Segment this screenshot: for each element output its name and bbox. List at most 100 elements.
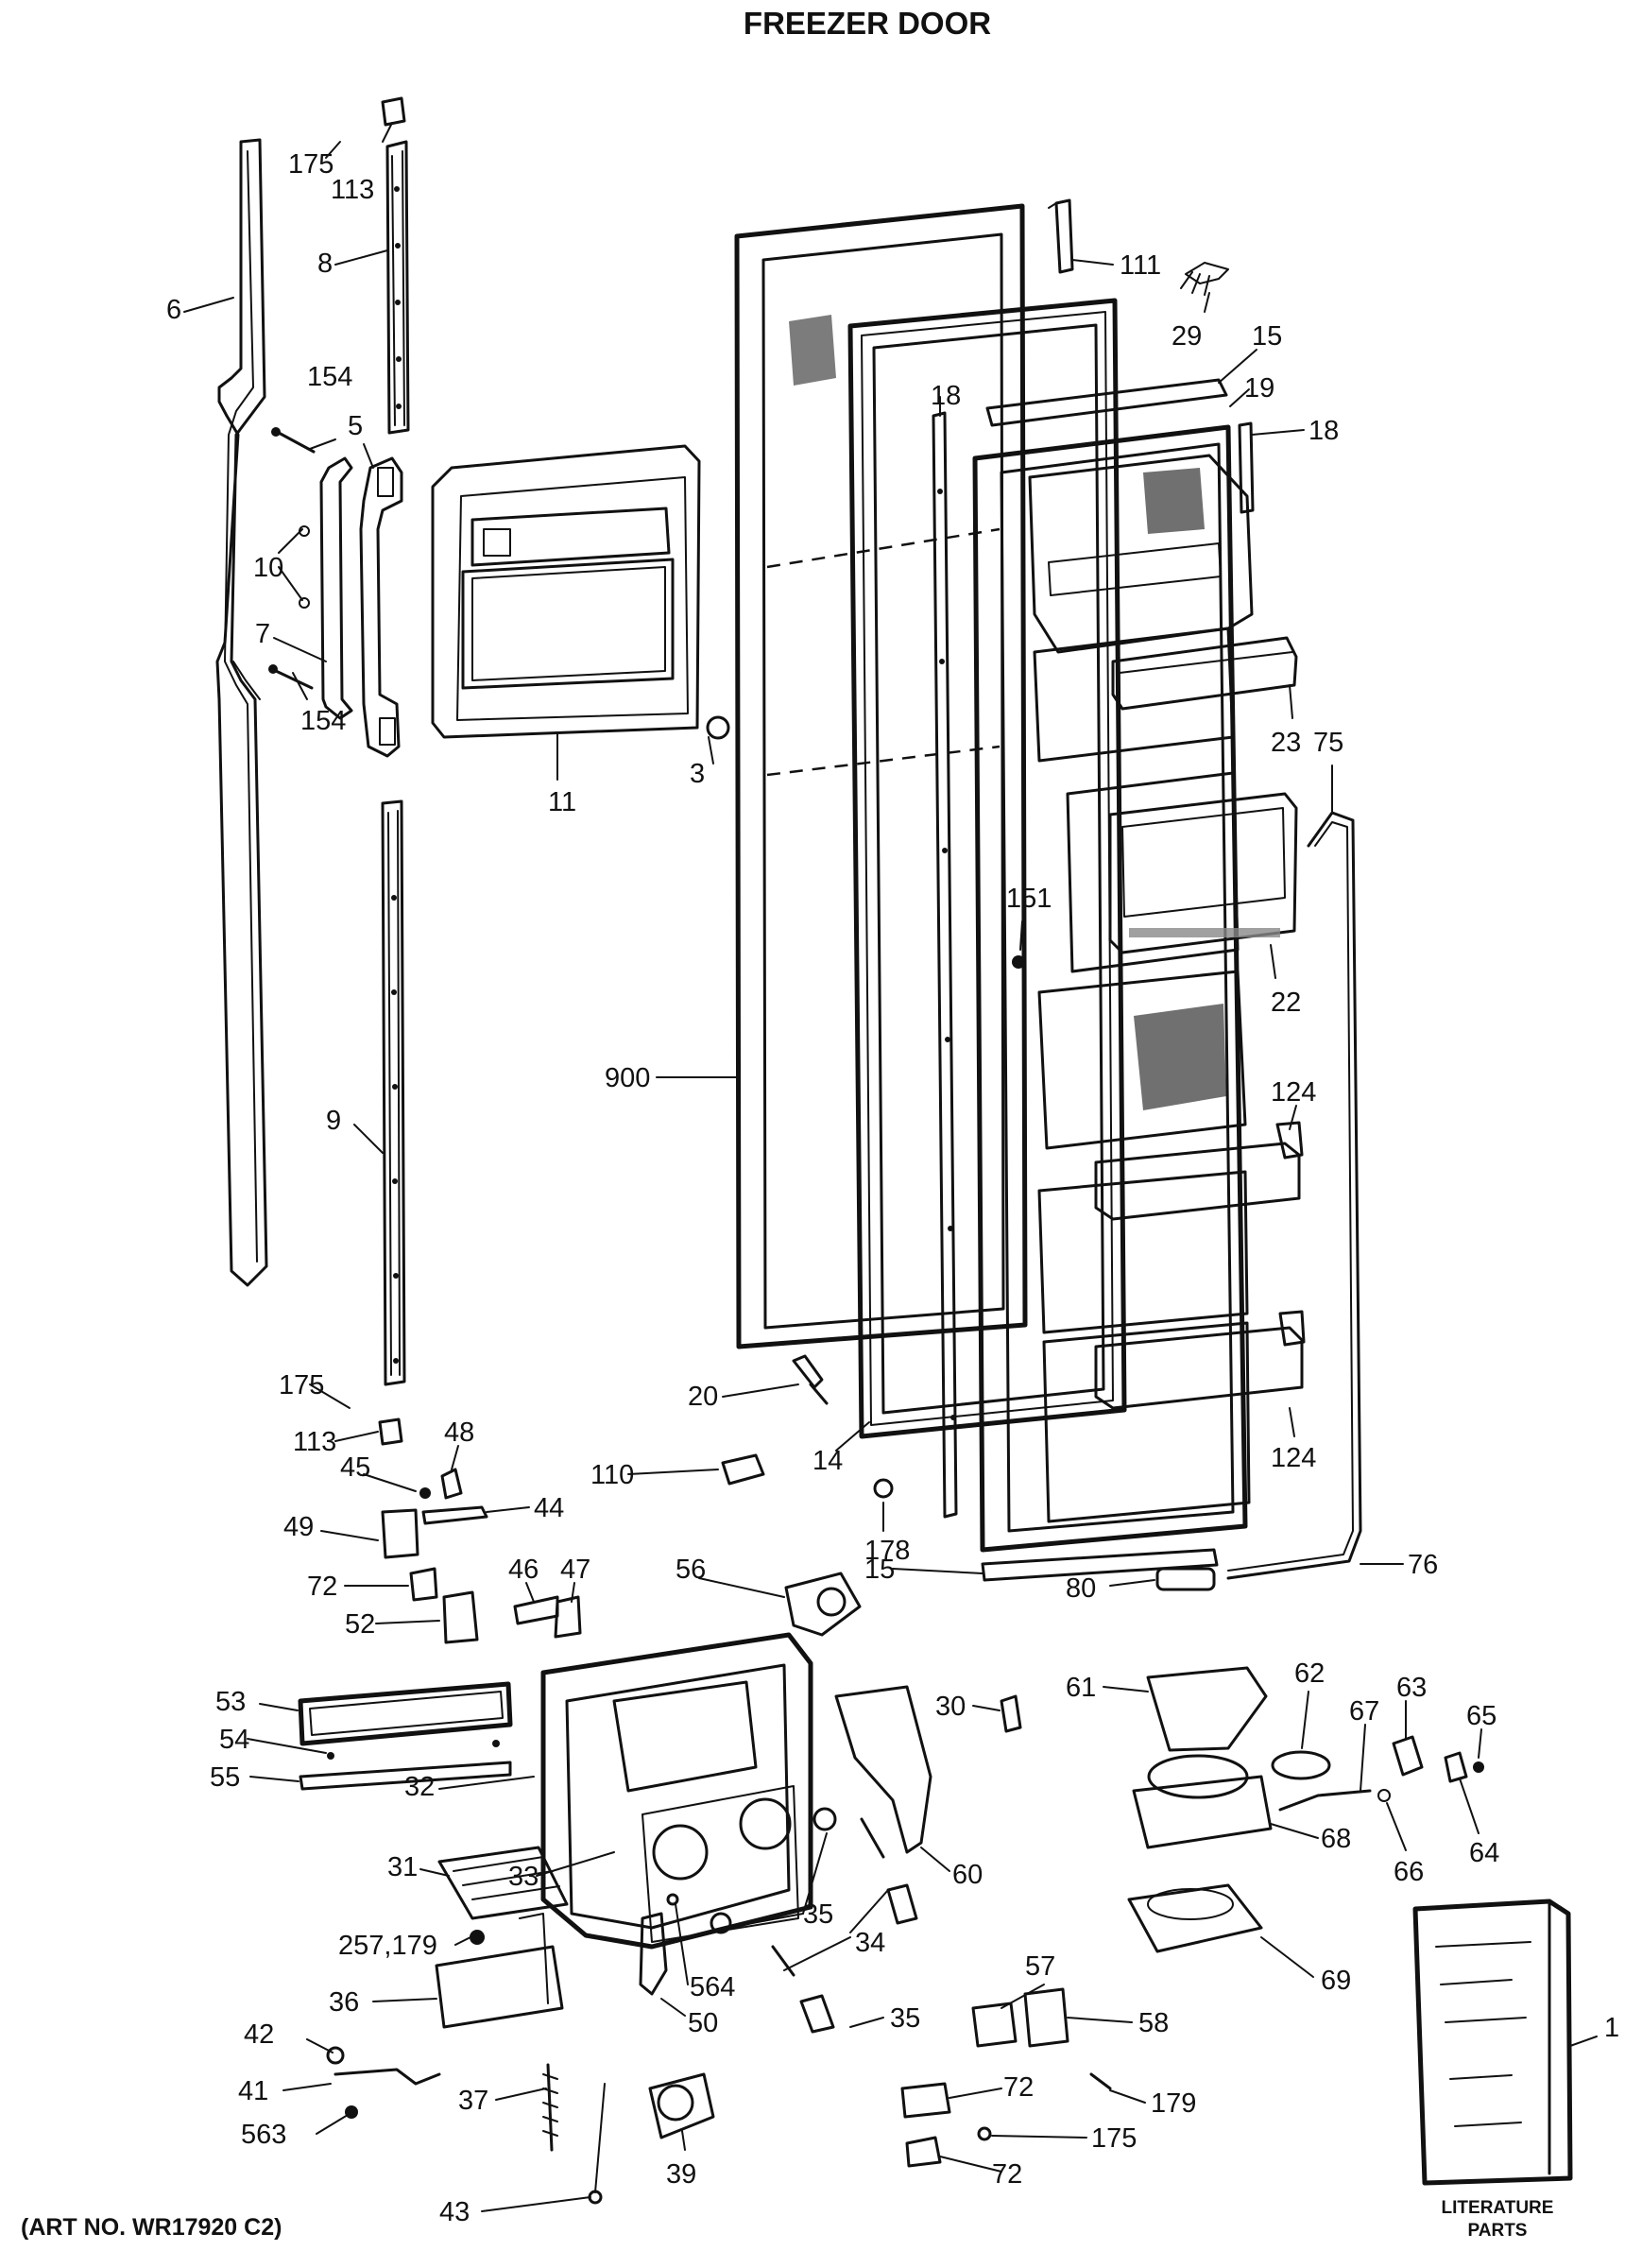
callout-72-upper: 72 — [1003, 2072, 1034, 2103]
part-257-179-screw — [470, 1930, 485, 1945]
callout-66: 66 — [1394, 1857, 1424, 1887]
part-15-top-strip — [985, 378, 1228, 427]
part-44-lever — [421, 1505, 488, 1525]
callout-42: 42 — [244, 2019, 274, 2050]
callout-67: 67 — [1349, 1696, 1379, 1727]
callout-76: 76 — [1408, 1550, 1438, 1580]
part-46-clip — [513, 1595, 559, 1625]
part-3-knob — [706, 715, 730, 740]
part-20-hinge-pin — [792, 1354, 829, 1405]
callout-1: 1 — [1604, 2013, 1619, 2043]
callout-39: 39 — [666, 2159, 696, 2190]
callout-34: 34 — [855, 1928, 885, 1958]
callout-154-bottom: 154 — [300, 706, 346, 736]
callout-50: 50 — [688, 2008, 718, 2038]
callout-69: 69 — [1321, 1966, 1351, 1996]
callout-30: 30 — [935, 1692, 966, 1722]
callout-113-mid: 113 — [293, 1427, 336, 1457]
part-69-funnel — [1127, 1883, 1263, 1953]
callout-154-top: 154 — [307, 362, 352, 392]
part-62-disc — [1271, 1750, 1331, 1780]
callout-175-bottom: 175 — [1091, 2123, 1137, 2154]
part-80-connector — [1155, 1567, 1216, 1591]
part-48-cam — [440, 1468, 463, 1500]
callout-22: 22 — [1271, 988, 1301, 1018]
callout-179: 179 — [1151, 2088, 1196, 2119]
callout-35-upper: 35 — [803, 1899, 833, 1930]
callout-52: 52 — [345, 1609, 375, 1640]
part-15-bottom-strip — [981, 1548, 1219, 1582]
callout-55: 55 — [210, 1762, 240, 1793]
callout-64: 64 — [1469, 1838, 1499, 1868]
callout-57: 57 — [1025, 1951, 1055, 1982]
part-35-pins — [799, 1883, 918, 2034]
art-number: (ART NO. WR17920 C2) — [21, 2214, 282, 2241]
part-32-dispenser-housing — [540, 1632, 813, 1950]
callout-53: 53 — [215, 1687, 246, 1717]
part-8-strip — [385, 140, 410, 435]
part-72-switch — [409, 1567, 438, 1602]
part-72-lower-switch — [905, 2136, 942, 2168]
callout-80: 80 — [1066, 1573, 1096, 1604]
part-151-screw — [1012, 955, 1025, 969]
part-113-top-cap — [381, 96, 406, 127]
part-55-strip — [299, 1761, 512, 1791]
part-61-chute — [1146, 1666, 1268, 1752]
part-56-motor — [784, 1572, 862, 1637]
inner-door-liner — [972, 424, 1254, 1553]
callout-113-top: 113 — [331, 175, 374, 205]
callout-110: 110 — [590, 1460, 634, 1490]
callout-11: 11 — [548, 787, 576, 817]
callout-563: 563 — [241, 2120, 286, 2150]
callout-178: 178 — [864, 1536, 910, 1566]
callout-151: 151 — [1006, 884, 1052, 914]
callout-56: 56 — [676, 1555, 706, 1585]
part-564-screw — [666, 1893, 679, 1906]
literature-label: LITERATURE — [1442, 2198, 1554, 2218]
part-36-bracket — [435, 1913, 564, 2029]
part-37-spring — [542, 2063, 558, 2152]
callout-60: 60 — [952, 1860, 983, 1890]
part-900-outer-door — [734, 203, 1028, 1349]
part-34-springs — [771, 1817, 885, 1977]
callout-63: 63 — [1396, 1673, 1427, 1703]
part-10-plugs — [299, 525, 310, 609]
callout-47: 47 — [560, 1555, 590, 1585]
callout-65: 65 — [1466, 1701, 1497, 1731]
callout-46: 46 — [508, 1555, 539, 1585]
callout-61: 61 — [1066, 1673, 1096, 1703]
part-63-knob — [1392, 1735, 1424, 1777]
callout-23: 23 — [1271, 728, 1301, 758]
part-39-solenoid — [648, 2072, 715, 2139]
callout-58: 58 — [1138, 2008, 1169, 2038]
callout-31: 31 — [387, 1852, 418, 1882]
part-49-bracket — [381, 1508, 419, 1559]
part-50-bracket — [639, 1912, 668, 1996]
part-179-screw — [1089, 2072, 1112, 2090]
callout-36: 36 — [329, 1987, 359, 2018]
callout-111: 111 — [1120, 250, 1161, 281]
callout-10: 10 — [253, 553, 283, 583]
part-23-shelf-rail — [1111, 636, 1298, 711]
callout-124-upper: 124 — [1271, 1077, 1316, 1108]
part-30-bracket — [1000, 1694, 1022, 1733]
part-54-clips — [327, 1740, 500, 1760]
part-52-actuator — [442, 1590, 479, 1644]
part-53-window — [298, 1681, 513, 1746]
callout-29: 29 — [1172, 321, 1202, 352]
callout-33: 33 — [508, 1862, 539, 1892]
callout-900: 900 — [605, 1063, 650, 1093]
part-6-gasket-strip — [215, 138, 268, 1287]
literature-label-parts: PARTS — [1468, 2221, 1528, 2241]
part-57-switch — [971, 2002, 1018, 2048]
part-563-nut — [345, 2105, 358, 2119]
part-113-bottom-cap — [378, 1418, 403, 1446]
part-18-right-trim — [1238, 421, 1255, 514]
callout-3: 3 — [690, 759, 705, 789]
callout-43: 43 — [439, 2197, 470, 2227]
callout-14: 14 — [812, 1446, 843, 1476]
callout-5: 5 — [348, 411, 363, 441]
part-14-door-gasket — [847, 298, 1127, 1439]
part-72-upper-switch — [900, 2082, 951, 2119]
